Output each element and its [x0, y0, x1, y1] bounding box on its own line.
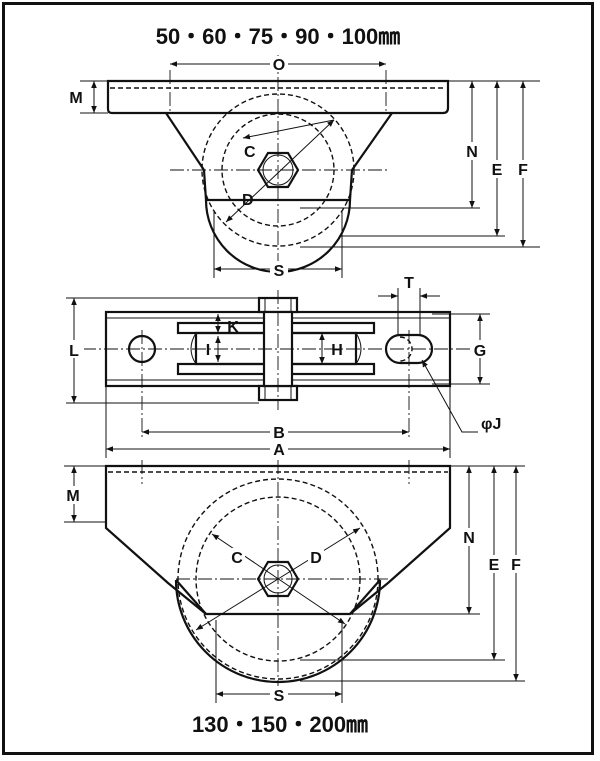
top-dim-C	[242, 119, 335, 140]
dim-S-gap	[270, 261, 288, 278]
bottom-F-gap	[507, 555, 525, 573]
bottom-label-N: N	[463, 530, 475, 547]
label-K: K	[227, 319, 239, 336]
top-dim-D	[225, 119, 335, 223]
plan-tread-curve-right	[355, 332, 362, 365]
dim-L-gap	[64, 340, 84, 358]
bottom-D-gap	[308, 548, 324, 565]
label-G: G	[474, 343, 486, 360]
top-label-F: F	[518, 162, 528, 179]
label-B: B	[273, 425, 285, 442]
dim-G-gap	[470, 340, 490, 358]
small-series-sizes: 50・60・75・90・100㎜	[156, 24, 401, 49]
top-label-D: D	[242, 192, 254, 209]
label-T: T	[404, 275, 414, 292]
plan-tread-curve-left	[190, 332, 197, 365]
large-series-sizes: 130・150・200㎜	[192, 712, 368, 737]
plan-view: L K I H G T φJ B A	[64, 275, 501, 459]
dim-E-gap	[488, 160, 506, 178]
top-base-plate	[106, 79, 450, 115]
bottom-label-S: S	[274, 688, 285, 705]
bottom-label-C: C	[231, 550, 243, 567]
dim-J-leader	[421, 359, 478, 433]
bottom-label-F: F	[511, 557, 521, 574]
top-label-M: M	[69, 90, 82, 107]
dim-N-gap	[462, 142, 482, 160]
bottom-N-gap	[459, 528, 479, 546]
bottom-label-E: E	[489, 557, 500, 574]
label-A: A	[273, 442, 285, 459]
bottom-label-M: M	[66, 488, 79, 505]
dim-A-gap	[270, 441, 288, 457]
bottom-view: C D M N E F S 130・150・200㎜	[62, 460, 525, 737]
label-L: L	[69, 343, 79, 360]
top-label-N: N	[466, 144, 478, 161]
label-J: φJ	[481, 416, 501, 433]
bottom-C-gap	[229, 548, 245, 565]
bottom-label-D: D	[310, 550, 322, 567]
bottom-dim-D	[195, 527, 361, 631]
dim-O-gap	[270, 56, 288, 72]
label-I: I	[206, 342, 210, 359]
label-O: O	[273, 57, 285, 74]
drawing-frame	[2, 2, 594, 755]
dim-B-gap	[270, 424, 288, 440]
top-label-C: C	[244, 144, 256, 161]
top-label-E: E	[492, 162, 503, 179]
dim-F-gap	[514, 160, 532, 178]
top-label-S: S	[274, 263, 285, 280]
bottom-E-gap	[485, 555, 503, 573]
label-H: H	[331, 342, 343, 359]
bottom-S-gap	[270, 686, 288, 703]
top-view: 50・60・75・90・100㎜ C D O M	[69, 24, 540, 280]
bottom-M-gap	[62, 486, 84, 504]
